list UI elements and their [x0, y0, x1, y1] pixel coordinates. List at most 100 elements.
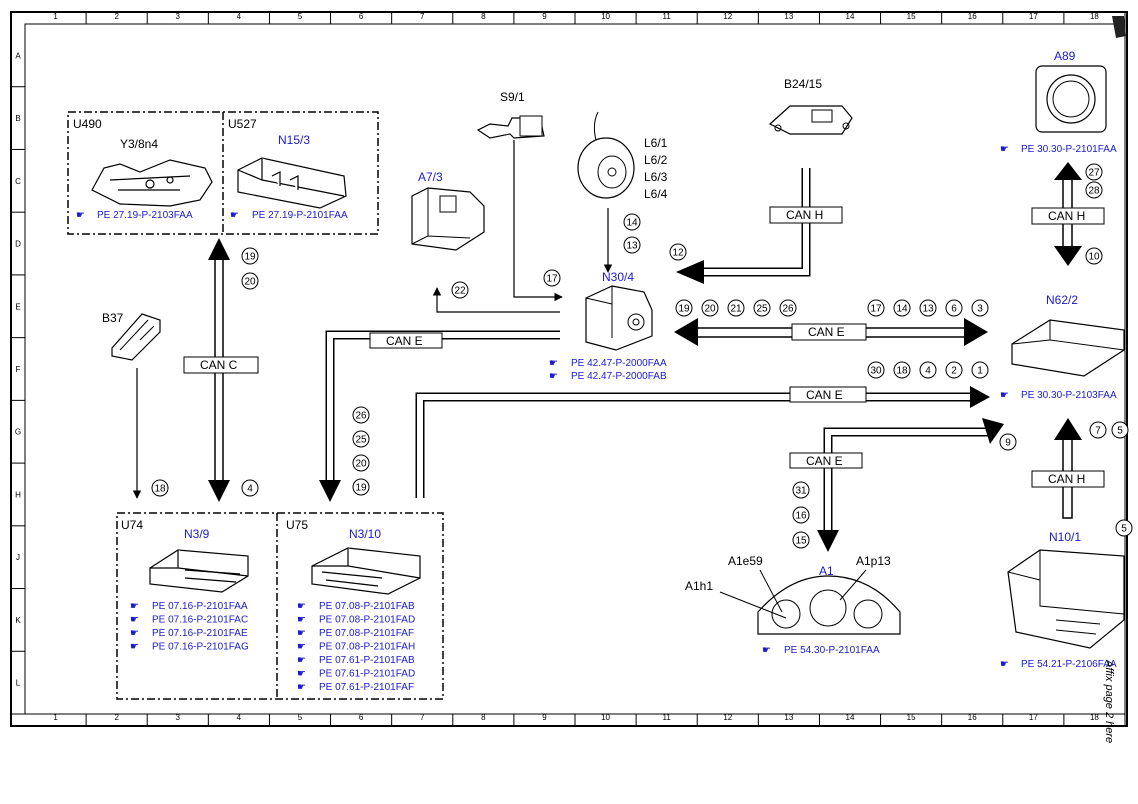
signal-number: 7	[1095, 426, 1101, 437]
ref-entry[interactable]: ☛PE 07.61-P-2101FAD	[297, 669, 415, 680]
ref-entry[interactable]: ☛PE 07.16-P-2101FAG	[130, 642, 249, 653]
signal-badge: 4	[919, 361, 937, 379]
component-n10-1: N10/1 ☛ PE 54.21-P-2106FAA	[1000, 530, 1125, 670]
column-label: 12	[723, 713, 732, 722]
component-label-l6: L6/1	[644, 136, 668, 150]
ref-entry[interactable]: ☛PE 07.08-P-2101FAB	[297, 601, 415, 612]
signal-number: 4	[247, 484, 253, 495]
bus-can-e-lower: CAN E	[415, 386, 990, 498]
row-label: C	[15, 177, 21, 186]
column-label: 2	[114, 713, 119, 722]
signal-number: 19	[355, 483, 367, 494]
signal-number: 5	[1117, 426, 1123, 437]
signal-badge: 18	[893, 361, 911, 379]
component-label: B24/15	[784, 77, 822, 91]
signal-number: 5	[1121, 524, 1127, 535]
ref-text: PE 42.47-P-2000FAA	[571, 358, 667, 369]
signal-number: 31	[795, 486, 807, 497]
ref-n62-2[interactable]: ☛ PE 30.30-P-2103FAA	[1000, 390, 1117, 401]
bus-label: CAN E	[806, 454, 843, 468]
bus-label: CAN C	[200, 358, 238, 372]
signal-badge: 19	[352, 478, 370, 496]
component-label: N62/2	[1046, 293, 1078, 307]
signal-number: 26	[355, 411, 367, 422]
component-n3-10: N3/10	[349, 527, 381, 541]
ref-entry[interactable]: ☛PE 07.08-P-2101FAH	[297, 642, 415, 653]
ref-entry[interactable]: ☛PE 42.47-P-2000FAA	[549, 358, 667, 369]
signal-badge: 15	[792, 531, 810, 549]
label-a1h1: A1h1	[685, 579, 713, 593]
column-label: 12	[723, 12, 732, 21]
row-label: K	[15, 616, 21, 625]
signal-badge: 5	[1111, 421, 1129, 439]
group-label-u490: U490	[73, 117, 102, 131]
ref-text: PE 30.30-P-2103FAA	[1021, 390, 1117, 401]
bus-label: CAN E	[386, 334, 423, 348]
signal-badge: 14	[893, 299, 911, 317]
bus-label: CAN H	[1048, 472, 1085, 486]
ref-entry[interactable]: ☛PE 07.08-P-2101FAD	[297, 615, 415, 626]
signal-number: 20	[355, 459, 367, 470]
ecu-n3-10-drawing	[311, 547, 421, 595]
component-y3-8n4: Y3/8n4	[120, 137, 158, 151]
ref-entry[interactable]: ☛PE 07.61-P-2101FAB	[297, 655, 415, 666]
signal-number: 13	[922, 304, 934, 315]
ref-text: PE 07.61-P-2101FAD	[319, 669, 415, 680]
component-a7-3: A7/3	[411, 170, 560, 313]
signal-number: 12	[672, 248, 684, 259]
ref-entry[interactable]: ☛PE 07.16-P-2101FAA	[130, 601, 248, 612]
margin-note-text: Affix page 2 here	[1103, 659, 1115, 743]
component-label: N10/1	[1049, 530, 1081, 544]
signal-badge: 28	[1085, 181, 1103, 199]
ref-entry[interactable]: ☛PE 07.16-P-2101FAE	[130, 628, 248, 639]
ref-list-n3-9: ☛PE 07.16-P-2101FAA ☛PE 07.16-P-2101FAC ☛P…	[130, 601, 249, 653]
column-label: 10	[601, 12, 610, 21]
column-label: 7	[420, 713, 425, 722]
signal-number: 25	[756, 304, 768, 315]
ref-n10-1[interactable]: ☛ PE 54.21-P-2106FAA	[1000, 659, 1117, 670]
signal-badge: 25	[753, 299, 771, 317]
component-label: A7/3	[418, 170, 443, 184]
signal-badge: 1	[971, 361, 989, 379]
column-label: 8	[481, 713, 486, 722]
ref-icon: ☛	[130, 628, 139, 639]
ref-u490[interactable]: ☛ PE 27.19-P-2103FAA	[76, 210, 193, 221]
signal-number: 20	[244, 277, 256, 288]
signal-badge: 6	[945, 299, 963, 317]
column-label: 18	[1090, 713, 1099, 722]
component-label: B37	[102, 311, 124, 325]
component-b37: B37	[102, 311, 161, 499]
ref-u527[interactable]: ☛ PE 27.19-P-2101FAA	[230, 210, 348, 221]
ref-a89[interactable]: ☛ PE 30.30-P-2101FAA	[1000, 144, 1117, 155]
component-n62-2: N62/2 ☛ PE 30.30-P-2103FAA	[1000, 293, 1125, 401]
ecu-n3-9-drawing	[149, 549, 249, 593]
ref-entry[interactable]: ☛PE 42.47-P-2000FAB	[549, 371, 667, 382]
ref-entry[interactable]: ☛PE 07.08-P-2101FAF	[297, 628, 414, 639]
column-label: 4	[237, 12, 242, 21]
signal-badge: 9	[999, 433, 1017, 451]
signal-badge: 21	[727, 299, 745, 317]
column-label: 10	[601, 713, 610, 722]
signal-number: 25	[355, 435, 367, 446]
signal-badge: 18	[151, 479, 169, 497]
signal-number: 17	[870, 304, 882, 315]
signal-badge: 31	[792, 481, 810, 499]
group-label-u75: U75	[286, 518, 308, 532]
ref-text: PE 07.08-P-2101FAH	[319, 642, 415, 653]
ref-entry[interactable]: ☛PE 07.61-P-2101FAF	[297, 682, 414, 693]
ref-text: PE 27.19-P-2101FAA	[252, 210, 348, 221]
signal-badge: 5	[1115, 519, 1133, 537]
signal-badge: 3	[971, 299, 989, 317]
ref-a1[interactable]: ☛ PE 54.30-P-2101FAA	[762, 645, 880, 656]
signal-number: 14	[626, 218, 638, 229]
signal-number: 21	[730, 304, 742, 315]
ref-entry[interactable]: ☛PE 07.16-P-2101FAC	[130, 615, 248, 626]
signal-number: 30	[870, 366, 882, 377]
module-n15-3-drawing	[237, 157, 347, 209]
signal-badge: 30	[867, 361, 885, 379]
signal-badge: 20	[352, 454, 370, 472]
ref-text: PE 07.08-P-2101FAF	[319, 628, 414, 639]
